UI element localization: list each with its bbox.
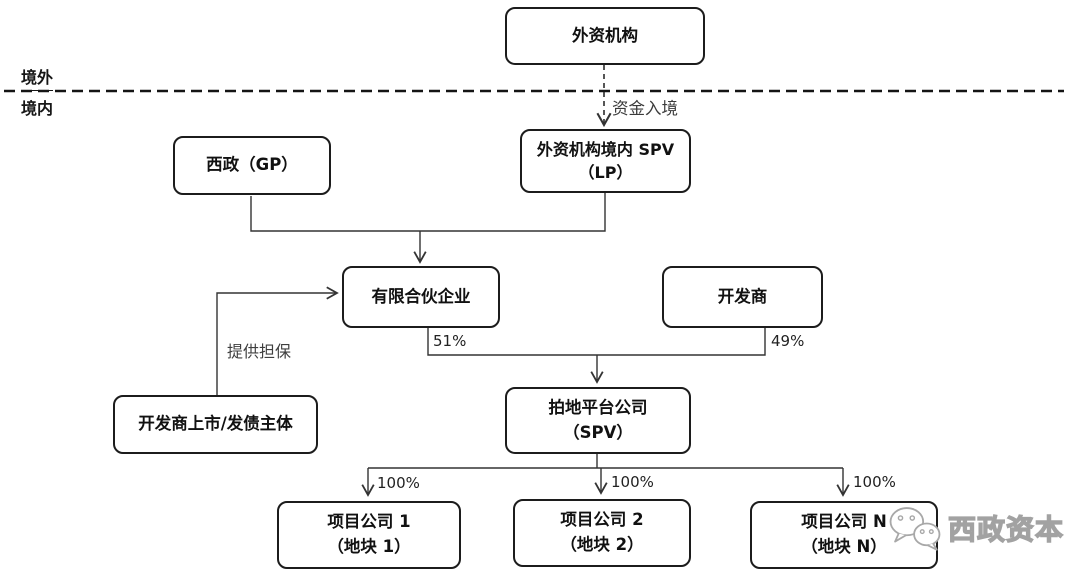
node-limited-partnership: 有限合伙企业 (342, 266, 500, 328)
node-developer-issuer: 开发商上市/发债主体 (113, 395, 318, 454)
node-onshore-spv-lp-line2: （LP） (578, 163, 633, 182)
label-share-49: 49% (771, 332, 805, 350)
node-project-company-1-line2: （地块 1） (327, 537, 411, 556)
node-project-company-n-line2: （地块 N） (801, 537, 887, 556)
node-project-company-2-line2: （地块 2） (560, 535, 644, 554)
node-land-platform-spv: 拍地平台公司 （SPV） (505, 387, 691, 454)
node-developer: 开发商 (662, 266, 823, 328)
node-land-platform-spv-line2: （SPV） (563, 422, 633, 442)
node-project-company-1-line1: 项目公司 1 (327, 512, 411, 532)
node-onshore-spv-lp-line1: 外资机构境内 SPV (536, 139, 675, 159)
node-project-company-n-line1: 项目公司 N (801, 512, 887, 532)
label-share-100-2: 100% (611, 473, 654, 491)
label-funds-inbound: 资金入境 (612, 99, 678, 118)
watermark-text: 西政资本 (947, 512, 1065, 546)
node-developer-label: 开发商 (717, 286, 768, 306)
label-region-onshore: 境内 (21, 99, 54, 118)
node-land-platform-spv-line1: 拍地平台公司 (548, 397, 648, 417)
node-onshore-spv-lp: 外资机构境内 SPV （LP） (520, 129, 691, 193)
label-guarantee: 提供担保 (227, 342, 292, 361)
node-xizheng-gp: 西政（GP） (173, 136, 331, 195)
node-xizheng-gp-label: 西政（GP） (206, 155, 298, 175)
edge-gp-lp-join (250, 193, 606, 232)
wechat-icon (889, 507, 941, 551)
node-foreign-institution-label: 外资机构 (572, 25, 638, 45)
label-region-offshore: 境外 (21, 64, 54, 91)
node-project-company-1: 项目公司 1 （地块 1） (277, 501, 461, 569)
node-project-company-2: 项目公司 2 （地块 2） (513, 499, 691, 567)
label-share-51: 51% (433, 332, 467, 350)
node-foreign-institution: 外资机构 (505, 7, 705, 65)
label-share-100-3: 100% (853, 473, 896, 491)
node-project-company-2-line1: 项目公司 2 (560, 510, 644, 530)
watermark: 西政资本 (886, 502, 1064, 554)
node-limited-partnership-label: 有限合伙企业 (371, 286, 471, 306)
label-share-100-1: 100% (377, 474, 420, 492)
edge-shareholding-join (427, 328, 766, 356)
node-developer-issuer-label: 开发商上市/发债主体 (138, 414, 293, 434)
edge-guarantee (216, 286, 339, 396)
